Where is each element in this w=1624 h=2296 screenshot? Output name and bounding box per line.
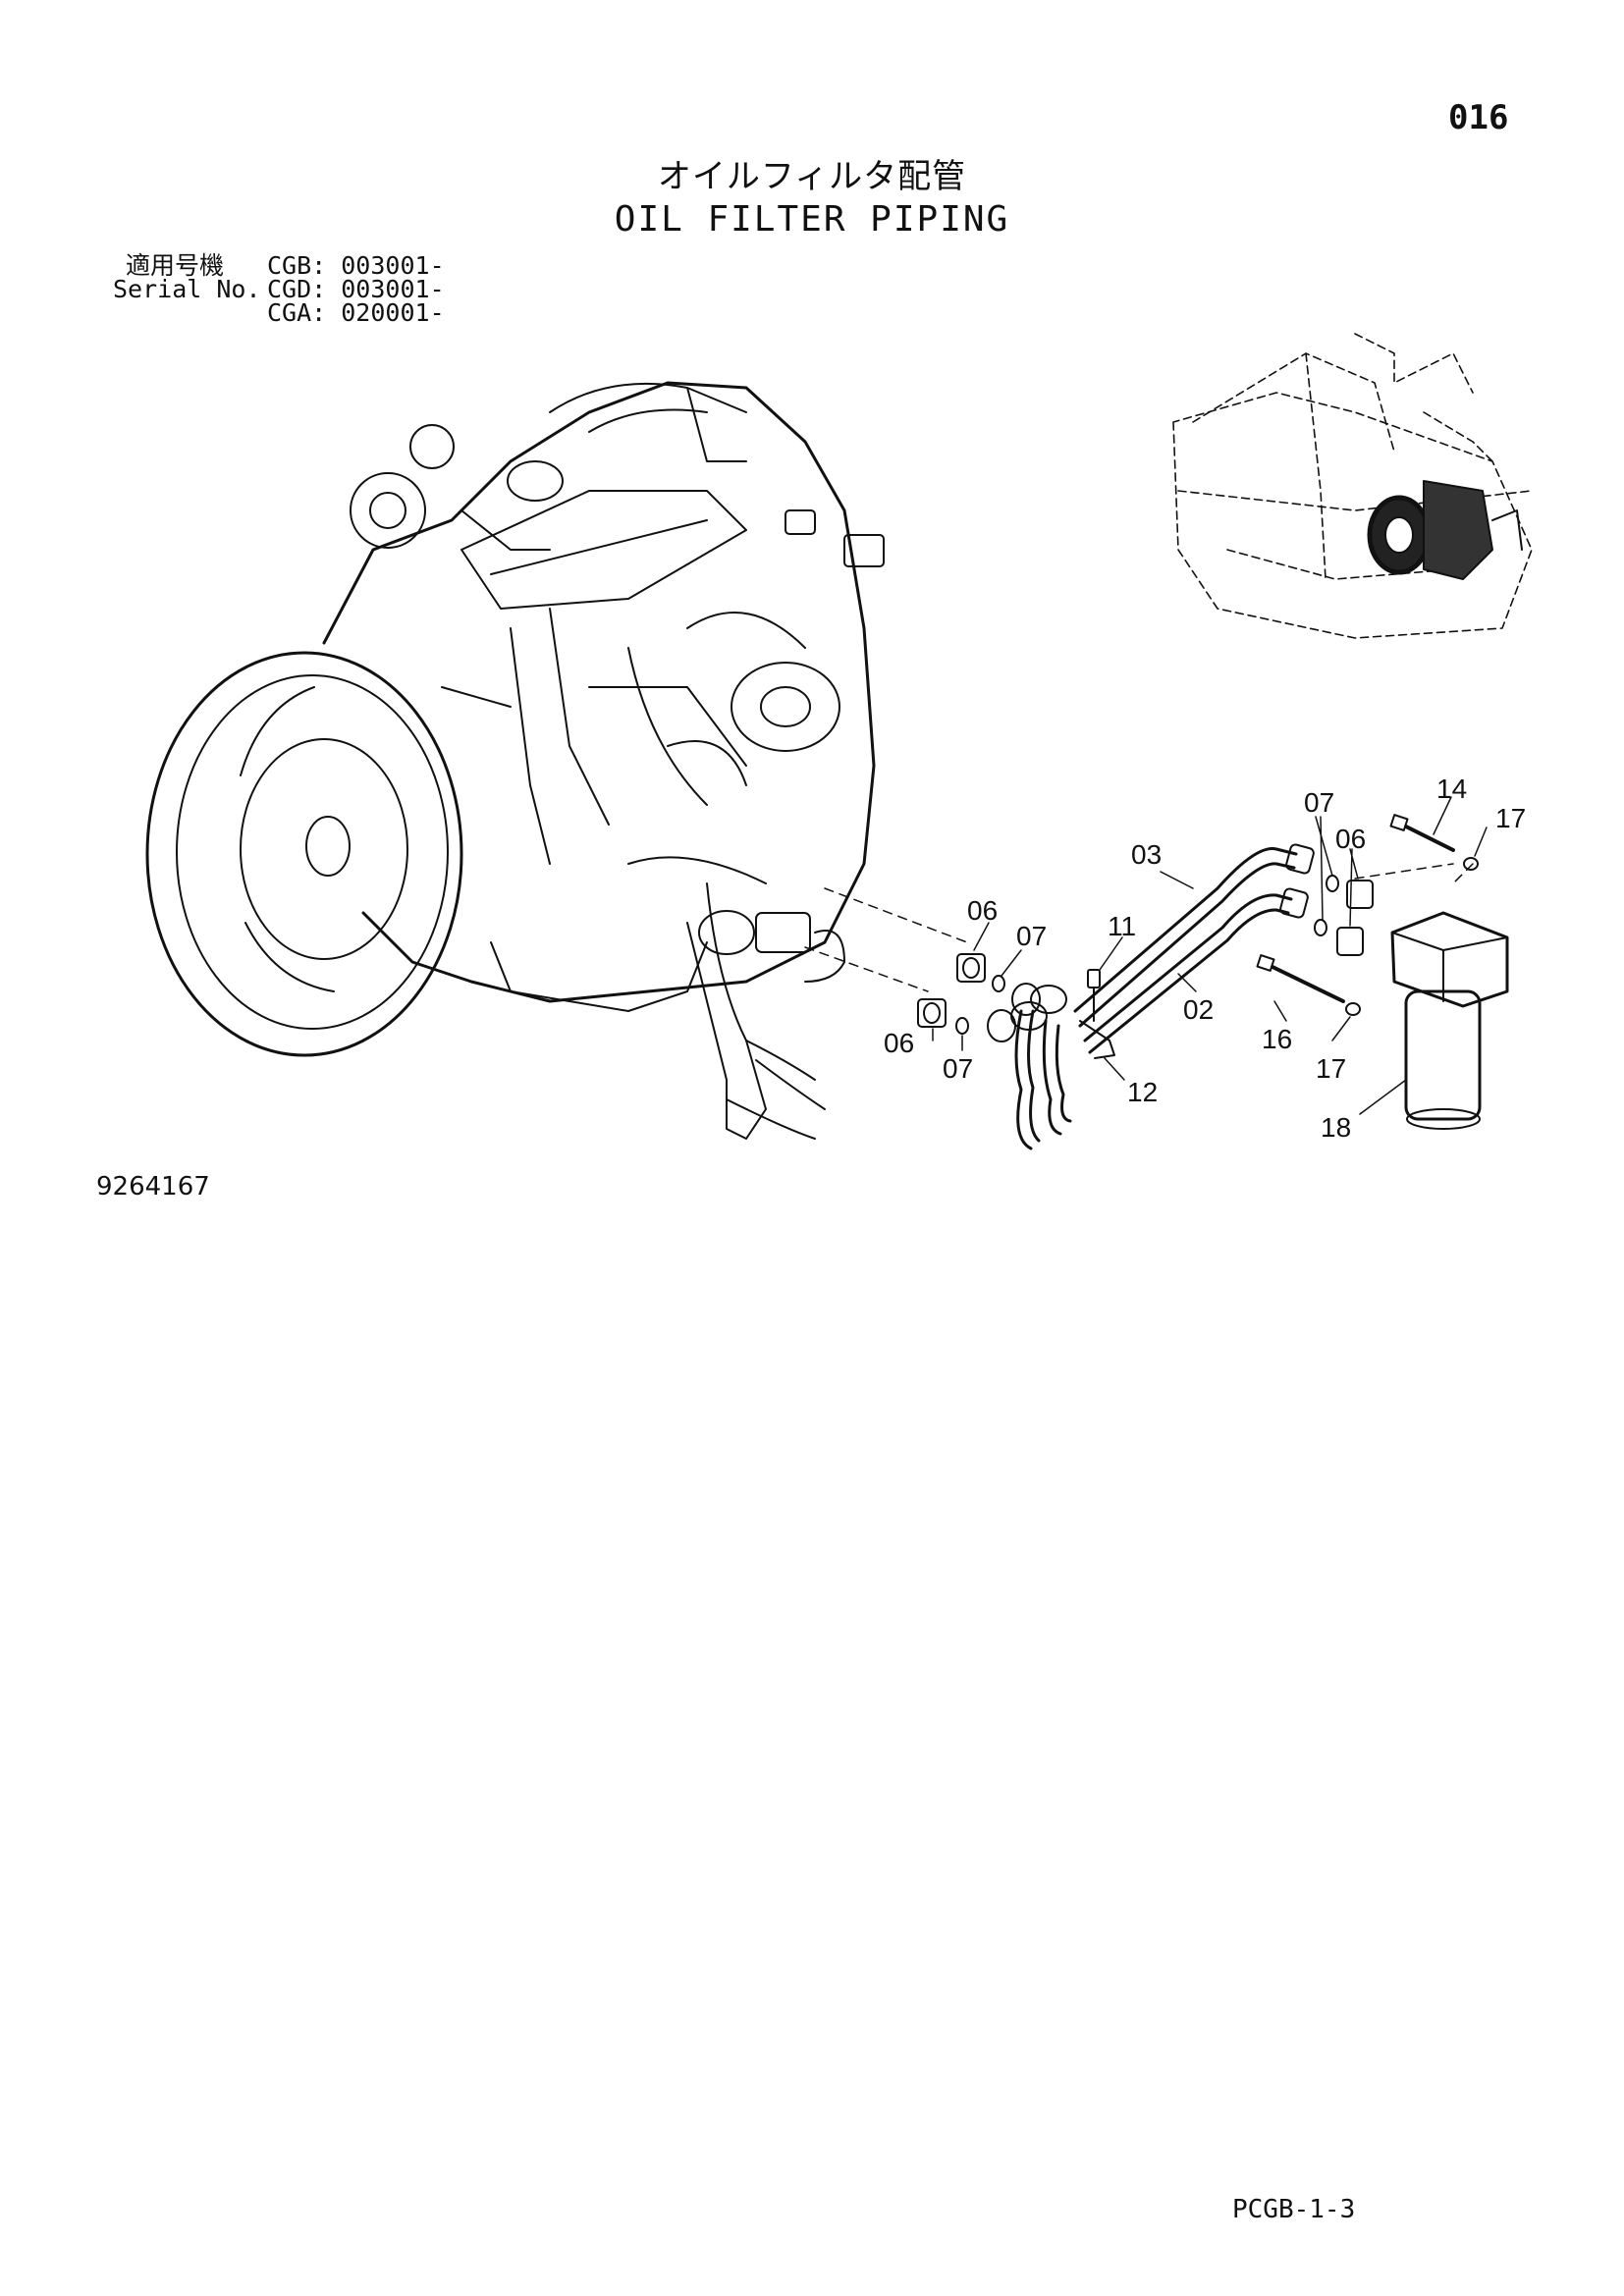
callout-12: 12 bbox=[1127, 1077, 1158, 1107]
callout-06: 06 bbox=[967, 895, 998, 926]
callout-07: 07 bbox=[943, 1053, 973, 1084]
callout-02: 02 bbox=[1183, 994, 1214, 1025]
serial-entry: CGD: 003001- bbox=[267, 275, 445, 303]
o-ring-07-upper bbox=[992, 975, 1005, 992]
serial-label-japanese: 適用号機 bbox=[126, 251, 225, 280]
oil-pipe-03 bbox=[1073, 843, 1315, 1028]
serial-entry: CGA: 020001- bbox=[267, 298, 445, 327]
oil-filter-18 bbox=[1390, 911, 1509, 1130]
callout-07: 07 bbox=[1016, 921, 1047, 951]
valve-cover bbox=[460, 490, 747, 610]
engine-oil-port bbox=[698, 910, 755, 955]
page-title: OIL FILTER PIPING bbox=[614, 199, 1010, 240]
flywheel-ring bbox=[176, 674, 449, 1030]
callout-17: 17 bbox=[1316, 1053, 1346, 1084]
locator-engine-highlight bbox=[1367, 480, 1523, 580]
turbocharger bbox=[350, 472, 426, 549]
engine-block bbox=[322, 381, 876, 1003]
adapter-06-upper bbox=[956, 953, 986, 983]
flywheel-hub bbox=[305, 816, 351, 877]
washer-17-top bbox=[1463, 857, 1479, 871]
adapter-06-right-upper bbox=[1346, 880, 1374, 909]
hose-assembly bbox=[987, 983, 1072, 1150]
callout-06: 06 bbox=[1335, 824, 1366, 854]
adapter-06-lower bbox=[917, 998, 947, 1028]
adapter-06-right-lower bbox=[1336, 927, 1364, 956]
drawing-number: 9264167 bbox=[96, 1172, 210, 1201]
o-ring-07-right-upper bbox=[1326, 875, 1339, 892]
sheet-code: PCGB-1-3 bbox=[1232, 2195, 1356, 2224]
engine-illustration bbox=[145, 381, 885, 1140]
bolt-11 bbox=[1087, 969, 1101, 988]
flywheel-housing bbox=[145, 651, 463, 1057]
serial-label: Serial No. bbox=[113, 275, 261, 303]
callout-leaders bbox=[932, 796, 1488, 1115]
parts-diagram: 03 07 14 17 06 06 07 11 02 16 06 07 12 1… bbox=[145, 333, 1533, 1150]
drain-hose bbox=[686, 882, 767, 1140]
leader-lines bbox=[804, 863, 1474, 992]
callout-11: 11 bbox=[1108, 911, 1136, 941]
callout-16: 16 bbox=[1262, 1024, 1292, 1054]
callout-07: 07 bbox=[1304, 787, 1334, 818]
o-ring-07-lower bbox=[955, 1017, 969, 1035]
callout-03: 03 bbox=[1131, 839, 1162, 870]
page-number: 016 bbox=[1448, 98, 1509, 137]
alternator bbox=[731, 662, 840, 752]
washer-17-bottom bbox=[1345, 1002, 1361, 1016]
callout-14: 14 bbox=[1436, 774, 1467, 804]
clamp bbox=[1079, 1020, 1115, 1059]
machine-locator bbox=[1172, 333, 1533, 639]
flywheel-face bbox=[240, 738, 408, 960]
oil-filler-cap bbox=[507, 460, 564, 502]
callout-18: 18 bbox=[1321, 1112, 1351, 1143]
o-ring-07-right-lower bbox=[1314, 919, 1327, 936]
bolt-14 bbox=[1389, 814, 1455, 852]
oil-pipe-02 bbox=[1083, 887, 1309, 1054]
callout-06: 06 bbox=[884, 1028, 914, 1058]
page-title-japanese: オイルフィルタ配管 bbox=[657, 157, 967, 196]
bolt-16 bbox=[1256, 954, 1345, 1003]
serial-entry: CGB: 003001- bbox=[267, 251, 445, 280]
callout-17: 17 bbox=[1495, 803, 1526, 833]
